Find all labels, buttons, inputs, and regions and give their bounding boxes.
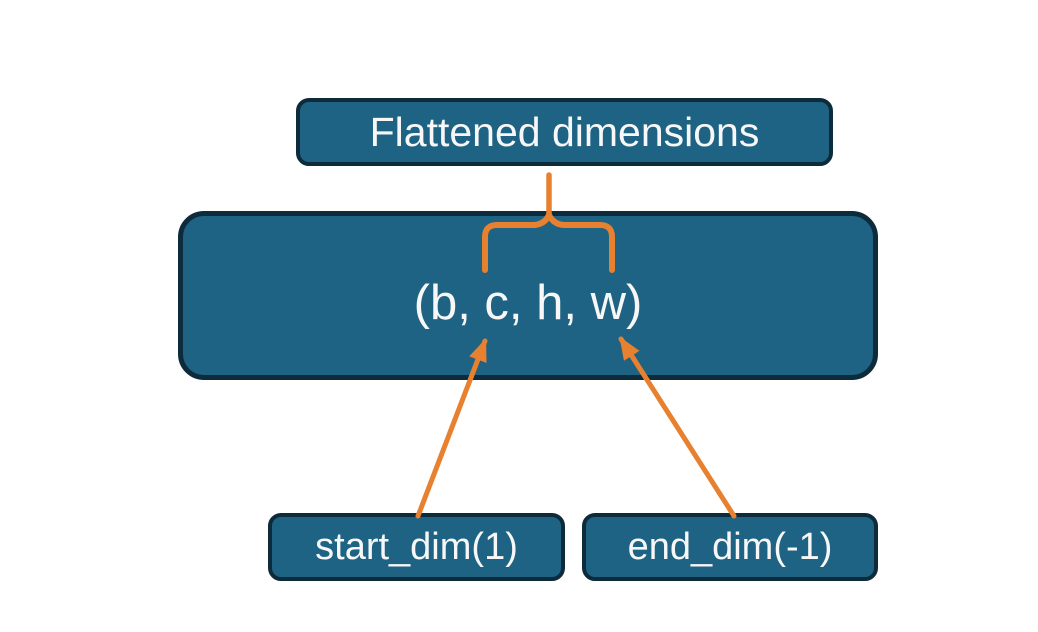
end-dim-box: end_dim(-1) (582, 513, 878, 581)
tensor-shape-box: (b, c, h, w) (178, 211, 878, 380)
start-dim-label: start_dim(1) (315, 526, 518, 568)
flattened-dimensions-box: Flattened dimensions (296, 98, 833, 166)
end-dim-label: end_dim(-1) (627, 526, 833, 568)
flattened-dimensions-label: Flattened dimensions (369, 108, 760, 155)
start-dim-box: start_dim(1) (268, 513, 565, 581)
tensor-shape-label: (b, c, h, w) (413, 276, 643, 330)
